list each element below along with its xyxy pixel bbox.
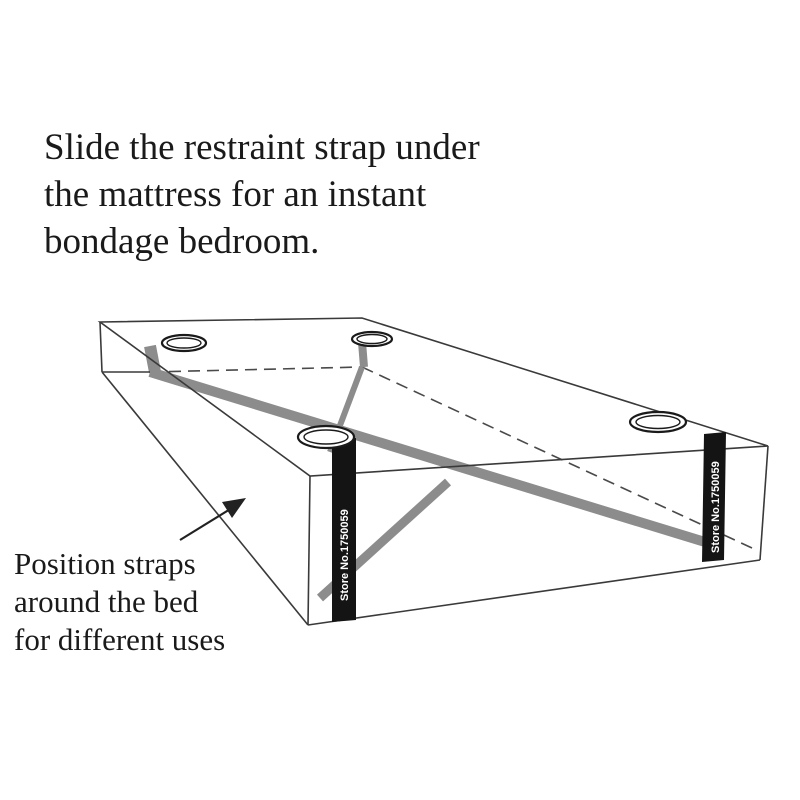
strap-label-left: Store No.1750059 — [339, 509, 351, 601]
front-bottom-edge — [307, 559, 761, 626]
headline-line-3: bondage bedroom. — [44, 221, 320, 262]
headline-line-1: Slide the restraint strap under — [44, 127, 480, 168]
front-vertical-edge — [307, 475, 311, 626]
side-note-line-1: Position straps — [14, 546, 196, 581]
side-note-line-2: around the bed — [14, 584, 199, 619]
pointer-arrow-icon — [179, 498, 246, 541]
hidden-right-bottom-edge — [361, 366, 753, 549]
side-note-line-3: for different uses — [14, 622, 226, 657]
strap-label-right: Store No.1750059 — [710, 461, 722, 553]
headline-line-2: the mattress for an instant — [44, 174, 427, 215]
under-straps — [144, 341, 707, 602]
ring-back-right — [350, 330, 394, 348]
side-note-caption: Position straps around the bed for diffe… — [14, 545, 225, 659]
strap-band-left: Store No.1750059 — [332, 438, 356, 622]
left-bottom-edge — [101, 371, 309, 626]
hidden-edges — [149, 366, 753, 549]
ring-back-left — [160, 333, 208, 353]
back-left-vertical-edge — [99, 321, 103, 373]
strap-band-left-shape — [332, 438, 356, 622]
strap-band-right-shape — [702, 432, 726, 562]
ring-front-right — [628, 410, 688, 434]
under-strap-diagonal — [148, 367, 707, 547]
d-rings — [160, 330, 688, 450]
back-left-strap — [144, 344, 161, 374]
strap-band-right: Store No.1750059 — [702, 432, 726, 562]
headline-caption: Slide the restraint strap under the matt… — [44, 124, 480, 265]
hidden-back-bottom-edge — [149, 366, 363, 373]
ring-front-left — [296, 424, 356, 450]
right-vertical-edge — [759, 445, 769, 561]
mattress-outline — [97, 317, 769, 626]
